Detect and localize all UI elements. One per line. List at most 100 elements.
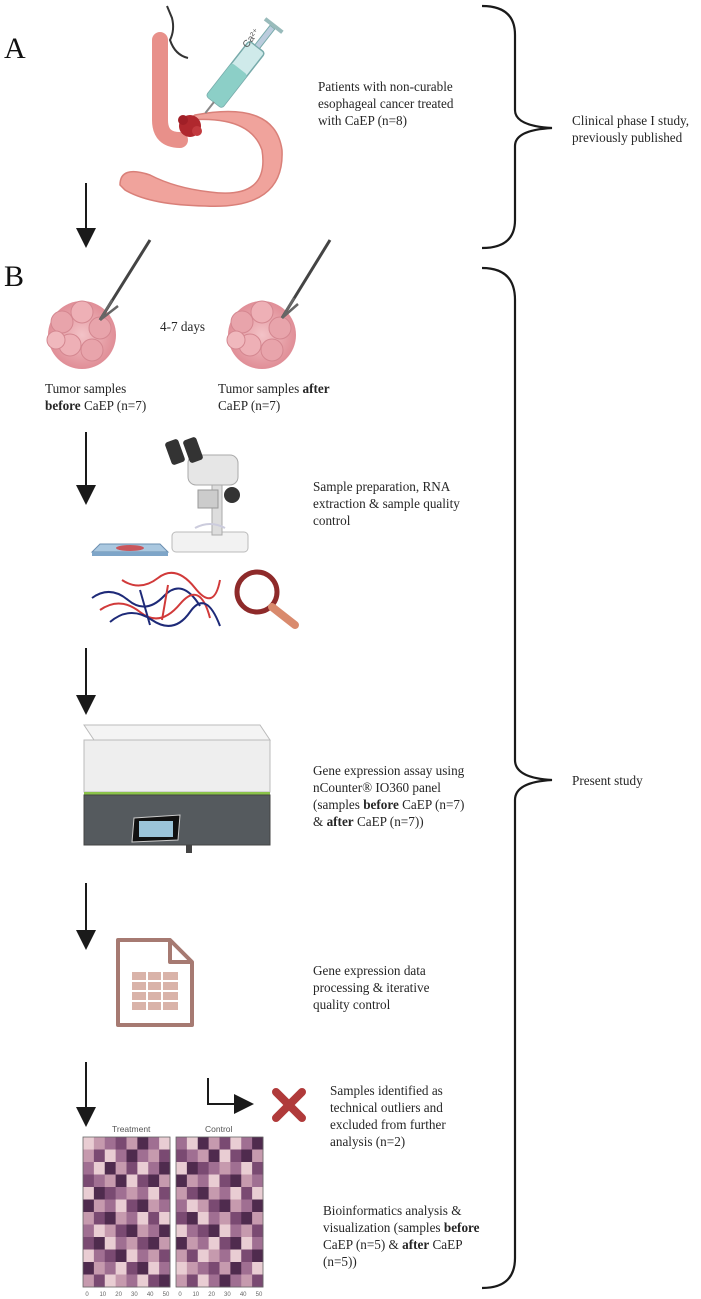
- heatmap-cell: [104, 1162, 117, 1175]
- heatmap-cell: [126, 1199, 138, 1213]
- microscope-icon: [165, 437, 249, 553]
- heatmap-cell: [230, 1137, 242, 1150]
- heatmap-cell: [219, 1262, 231, 1275]
- heatmap-cell: [197, 1174, 210, 1188]
- heatmap-cell: [115, 1187, 127, 1200]
- heatmap-cell: [137, 1237, 149, 1250]
- heatmap-cell: [104, 1199, 117, 1213]
- heatmap-cell: [148, 1162, 160, 1175]
- heatmap-cell: [186, 1149, 199, 1163]
- heatmap-cell: [83, 1237, 95, 1250]
- tumor-before-icon: [46, 239, 152, 369]
- heatmap-cell: [115, 1237, 127, 1250]
- heatmap-cell: [83, 1149, 95, 1163]
- heatmap-cell: [230, 1274, 242, 1288]
- heatmap-cell: [115, 1224, 127, 1238]
- heatmap-cell: [148, 1274, 160, 1288]
- heatmap-cell: [115, 1262, 127, 1275]
- heatmap-cell: [176, 1224, 188, 1238]
- heatmap-cell: [104, 1237, 117, 1250]
- bracket-present: [481, 266, 553, 1290]
- heatmap-cell: [93, 1224, 106, 1238]
- heatmap-cell: [230, 1199, 242, 1213]
- heatmap-cell: [176, 1199, 188, 1213]
- heatmap-cell: [176, 1174, 188, 1188]
- heatmap-cell: [137, 1174, 149, 1188]
- heatmap-cell: [219, 1249, 231, 1263]
- heatmap-cell: [219, 1237, 231, 1250]
- heatmap-cell: [186, 1262, 199, 1275]
- heatmap-tick-label: 0: [85, 1292, 89, 1298]
- heatmap-tick-label: 50: [163, 1292, 170, 1298]
- heatmap-cell: [197, 1162, 210, 1175]
- heatmap-cell: [241, 1162, 253, 1175]
- heatmap-cell: [219, 1187, 231, 1200]
- heatmap-cell: [159, 1174, 171, 1188]
- syringe-icon: [204, 17, 284, 114]
- section-letter-b: B: [4, 260, 25, 293]
- assay-part3: CaEP (n=7)): [353, 814, 424, 829]
- heatmap-tick-label: 30: [131, 1292, 138, 1298]
- section-letter-a: A: [4, 32, 26, 65]
- arrow-elbow: [207, 1078, 254, 1114]
- stomach-illustration: [119, 5, 283, 207]
- heatmap-tick-label: 40: [147, 1292, 154, 1298]
- heatmap-cell: [176, 1162, 188, 1175]
- heatmap-cell: [252, 1262, 264, 1275]
- heatmap-treatment-title: Treatment: [112, 1124, 151, 1134]
- outliers-text: Samples identified as technical outliers…: [330, 1083, 446, 1149]
- heatmap-cell: [115, 1137, 127, 1150]
- heatmap-cell: [83, 1262, 95, 1275]
- after-bold: after: [302, 381, 330, 396]
- heatmap-cell: [137, 1212, 149, 1225]
- heatmap-cell: [126, 1274, 138, 1288]
- assay-part2: CaEP (n=7) &: [313, 797, 465, 829]
- heatmap-tick-label: 10: [192, 1292, 199, 1298]
- after-caption: Tumor samples after CaEP (n=7): [218, 380, 368, 414]
- heatmap-cell: [197, 1212, 210, 1225]
- bioinfo-bold1: before: [443, 1220, 480, 1235]
- heatmap-cell: [186, 1174, 199, 1188]
- heatmap-cell: [93, 1274, 106, 1288]
- before-caption: Tumor samples before CaEP (n=7): [45, 380, 175, 414]
- heatmap-cell: [93, 1174, 106, 1188]
- heatmap-cell: [93, 1262, 106, 1275]
- heatmap-cell: [208, 1274, 220, 1288]
- heatmap-cell: [230, 1224, 242, 1238]
- heatmap-cell: [126, 1187, 138, 1200]
- heatmap-cell: [252, 1137, 264, 1150]
- before-bold: before: [45, 398, 81, 413]
- heatmap-cell: [219, 1149, 231, 1163]
- heatmap-cell: [148, 1212, 160, 1225]
- heatmap-tick-label: 20: [115, 1292, 122, 1298]
- heatmap-cell: [126, 1262, 138, 1275]
- heatmap-control-title: Control: [205, 1124, 233, 1134]
- prep-text: Sample preparation, RNA extraction & sam…: [313, 479, 460, 528]
- heatmap-cell: [230, 1212, 242, 1225]
- heatmap-cell: [83, 1274, 95, 1288]
- heatmap-frame: [82, 1136, 171, 1288]
- processing-text: Gene expression data processing & iterat…: [313, 963, 430, 1012]
- heatmap-cell: [148, 1237, 160, 1250]
- heatmap-cell: [208, 1224, 220, 1238]
- heatmap-frame: [175, 1136, 264, 1288]
- heatmap-cell: [186, 1187, 199, 1200]
- heatmap-cell: [93, 1237, 106, 1250]
- heatmap-cell: [148, 1262, 160, 1275]
- assay-bold2: after: [326, 814, 354, 829]
- heatmap-cell: [126, 1224, 138, 1238]
- heatmap-cell: [230, 1249, 242, 1263]
- heatmap-cell: [208, 1137, 220, 1150]
- heatmap-cell: [126, 1137, 138, 1150]
- heatmap-cell: [148, 1137, 160, 1150]
- heatmap-cell: [219, 1162, 231, 1175]
- heatmap-cell: [241, 1174, 253, 1188]
- heatmap-cell: [159, 1249, 171, 1263]
- heatmap-cell: [93, 1212, 106, 1225]
- heatmap-cell: [252, 1224, 264, 1238]
- heatmap-cell: [186, 1137, 199, 1150]
- heatmap-cell: [137, 1224, 149, 1238]
- heatmap-cell: [230, 1162, 242, 1175]
